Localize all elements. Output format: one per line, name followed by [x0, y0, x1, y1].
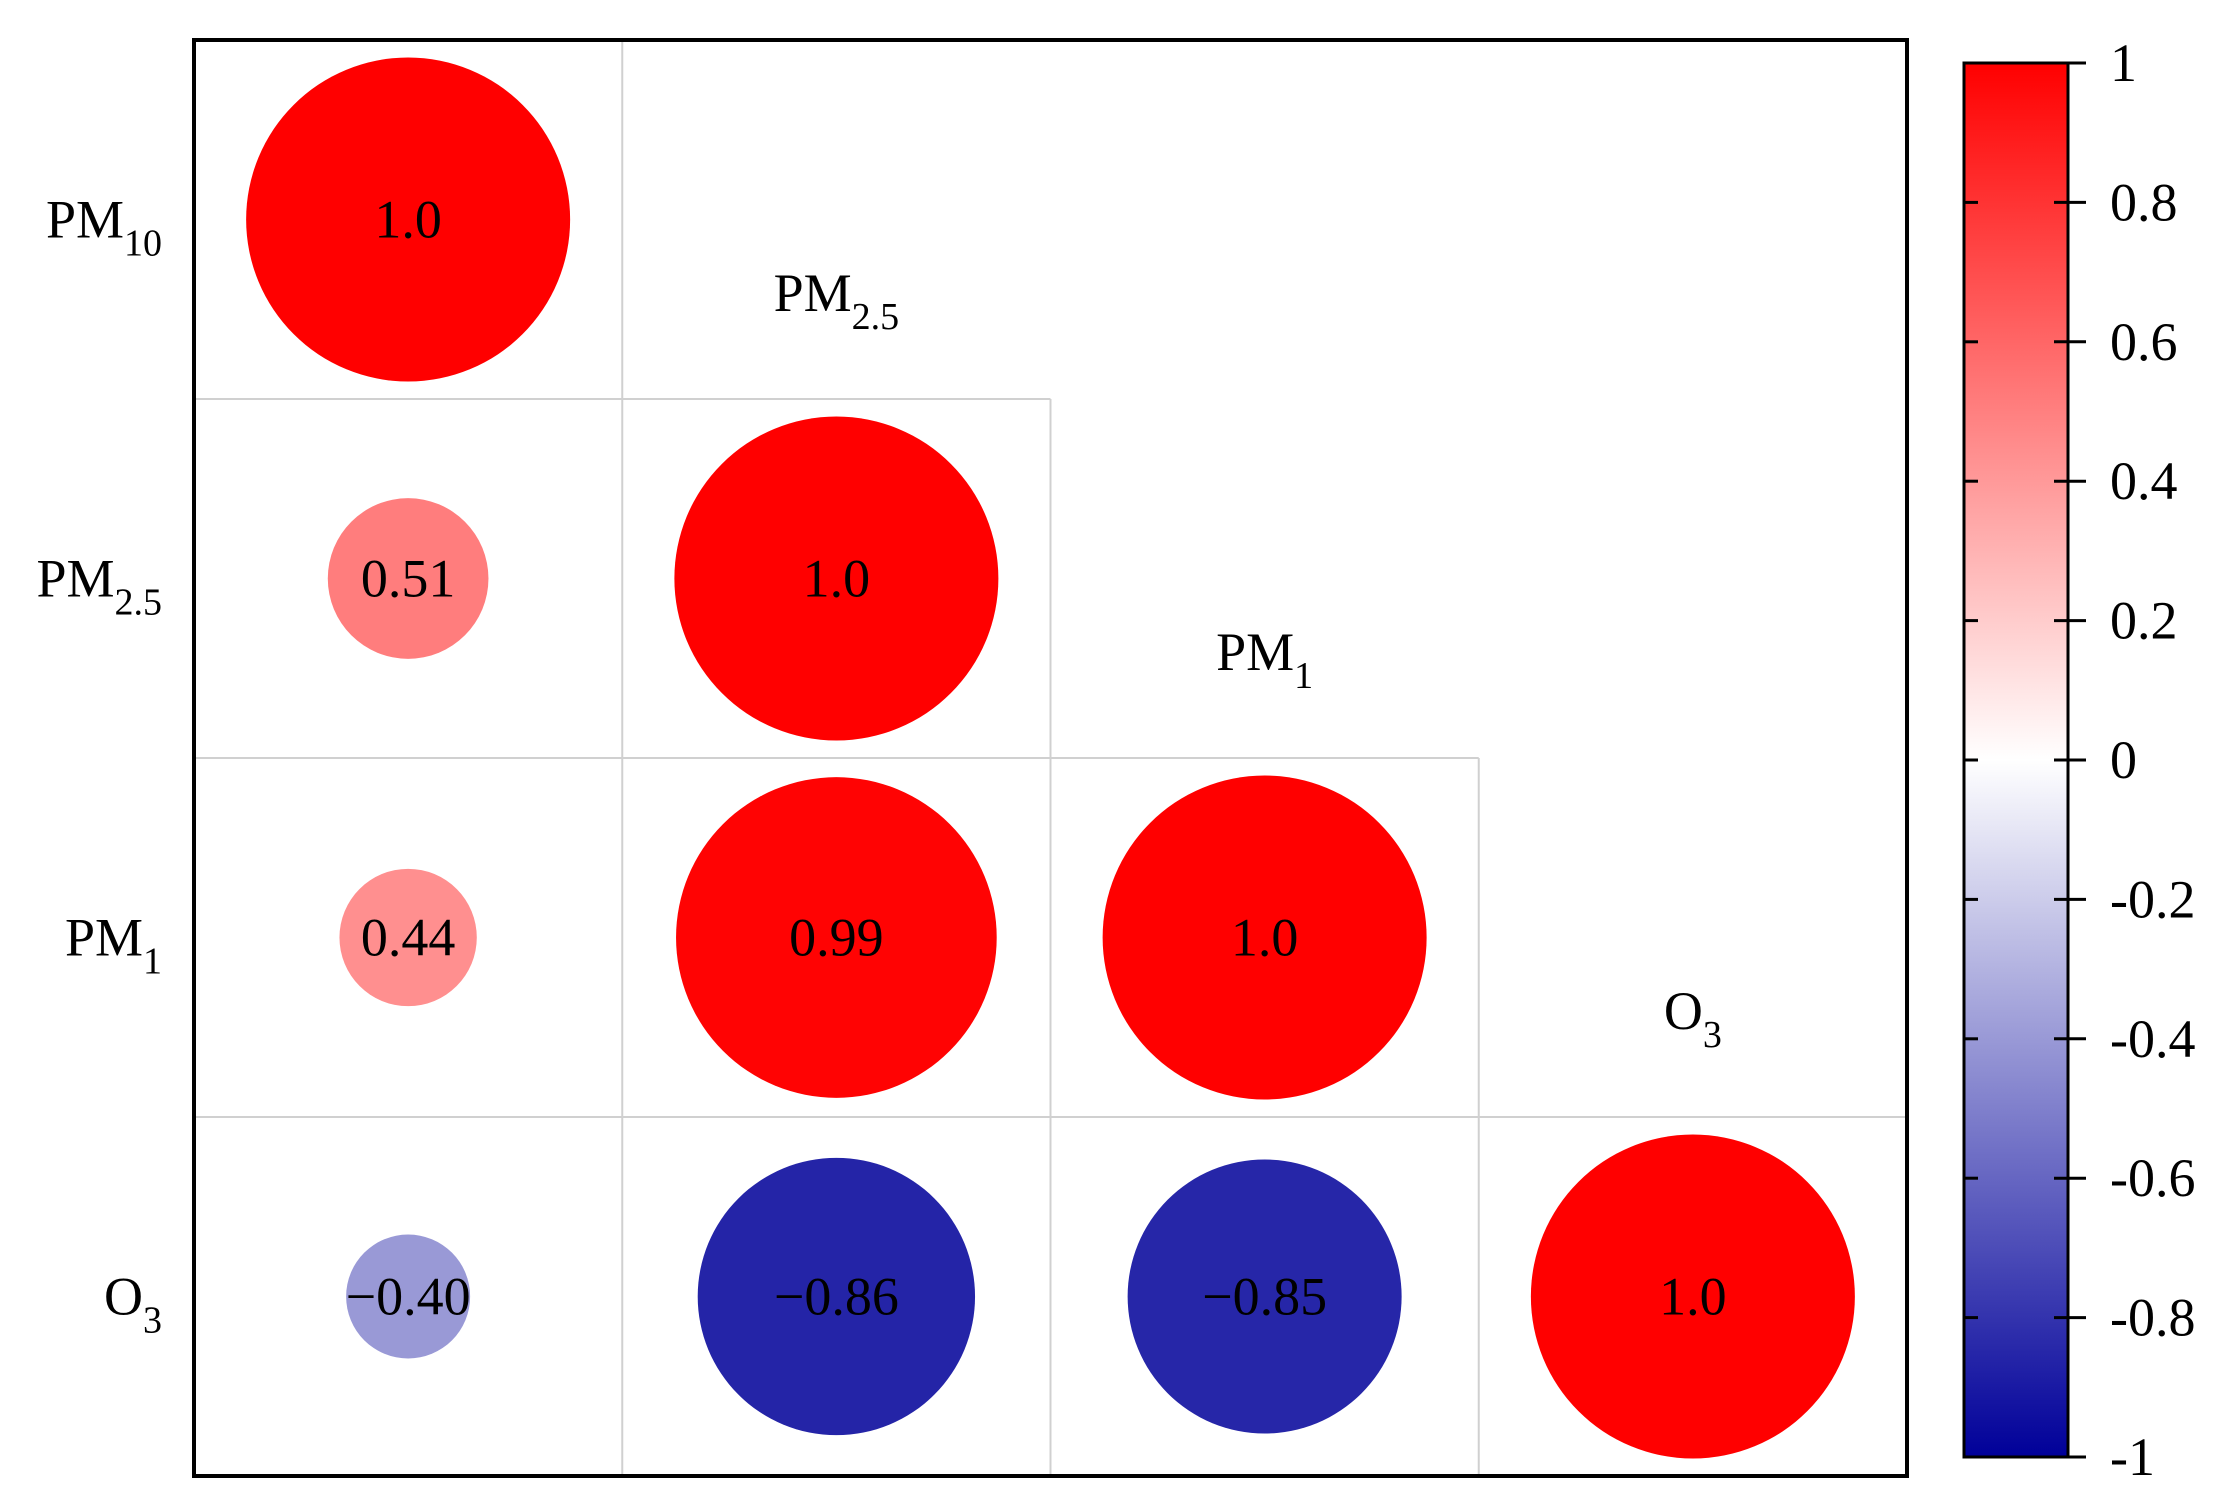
- row-label-3: O3: [104, 1267, 162, 1342]
- colorbar-tick-label: -0.8: [2110, 1288, 2195, 1348]
- diagonal-label-1: PM2.5: [774, 263, 900, 338]
- colorbar-tick-label: 0.4: [2110, 451, 2178, 511]
- correlation-circle: [674, 416, 999, 741]
- correlation-value-label: 0.51: [361, 549, 456, 609]
- colorbar-tick-label: -0.6: [2110, 1148, 2195, 1208]
- correlation-circle: [1102, 775, 1427, 1100]
- grid: [194, 40, 1907, 1476]
- row-label-2: PM1: [65, 908, 162, 983]
- correlation-circle: [339, 868, 477, 1007]
- colorbar-gradient: [1962, 61, 2070, 1459]
- diagonal-label-2: PM1: [1216, 622, 1313, 697]
- correlation-circle: [697, 1157, 976, 1436]
- correlation-circle: [246, 57, 571, 382]
- colorbar-tick-label: 1: [2110, 33, 2137, 93]
- diagonal-label-3: O3: [1664, 981, 1722, 1056]
- correlation-value-label: 1.0: [1659, 1267, 1727, 1327]
- colorbar-tick-label: -0.2: [2110, 869, 2195, 929]
- correlation-cells: 1.0 0.51 1.0 0.44 0.99 1.0 −0.40 −0.86 −0.85 1.0: [246, 57, 1855, 1459]
- correlation-value-label: −0.40: [346, 1267, 471, 1327]
- colorbar-tick-label: 0.6: [2110, 312, 2178, 372]
- correlation-value-label: 1.0: [374, 190, 442, 250]
- correlation-value-label: −0.85: [1202, 1267, 1327, 1327]
- correlation-circle: [1127, 1159, 1402, 1434]
- colorbar-tick-label: -1: [2110, 1427, 2155, 1487]
- row-label-0: PM10: [46, 190, 162, 265]
- correlation-value-label: 0.99: [789, 908, 884, 968]
- colorbar-tick-label: 0.2: [2110, 591, 2178, 651]
- correlation-value-label: −0.86: [774, 1267, 899, 1327]
- colorbar: 1 0.8 0.6 0.4 0.2 0 -0.2 -0.4 -0.6 -0.8 -1: [1962, 33, 2195, 1487]
- correlation-circle: [327, 498, 489, 659]
- colorbar-tick-label: 0: [2110, 730, 2137, 790]
- correlation-value-label: 1.0: [803, 549, 871, 609]
- colorbar-tick-label: 0.8: [2110, 172, 2178, 232]
- correlation-value-label: 1.0: [1231, 908, 1299, 968]
- plot-frame: [192, 38, 1909, 1478]
- correlation-circle: [1530, 1134, 1855, 1459]
- correlation-circle: [676, 777, 997, 1098]
- correlation-circle: [346, 1234, 471, 1359]
- row-label-1: PM2.5: [36, 549, 162, 624]
- colorbar-tick-label: -0.4: [2110, 1009, 2195, 1069]
- correlation-value-label: 0.44: [361, 908, 456, 968]
